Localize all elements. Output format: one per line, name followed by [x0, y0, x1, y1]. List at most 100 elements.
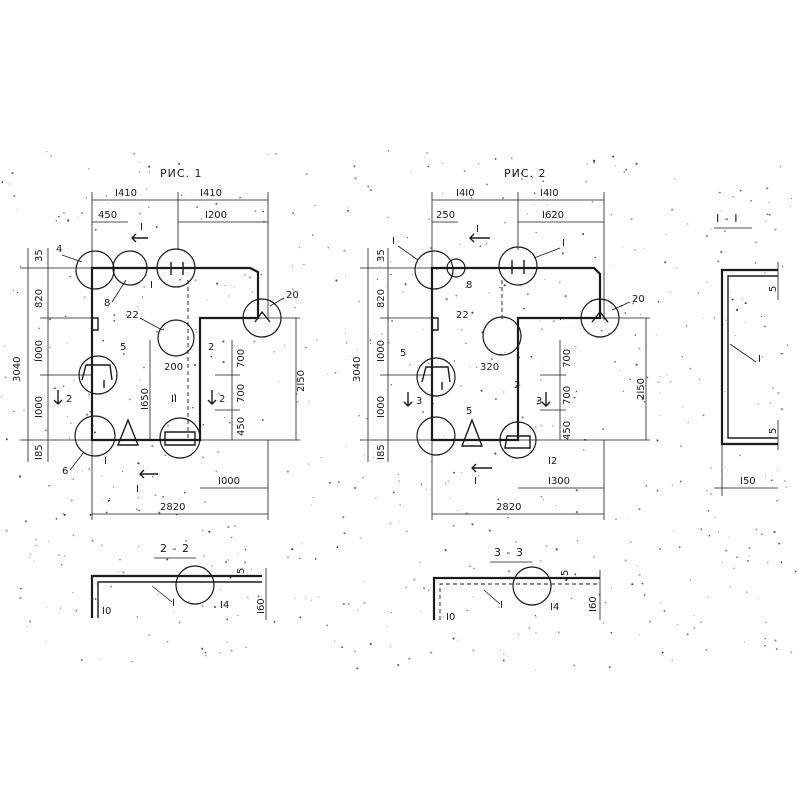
speckle-dot	[137, 462, 140, 465]
speckle-dot	[534, 614, 537, 617]
speckle-dot	[471, 523, 474, 526]
speckle-dot	[4, 376, 7, 379]
speckle-dot	[158, 511, 161, 514]
speckle-dot	[63, 212, 65, 214]
section-mark-1b: I	[474, 476, 477, 487]
mark-22: 22	[456, 310, 469, 321]
speckle-dot	[646, 376, 649, 379]
speckle-dot	[200, 218, 203, 220]
speckle-dot	[296, 401, 299, 404]
speckle-dot	[381, 398, 383, 400]
speckle-dot	[356, 348, 358, 350]
section-profile-inner	[727, 275, 778, 439]
speckle-dot	[333, 640, 336, 642]
speckle-dot	[13, 410, 15, 413]
speckle-dot	[366, 418, 368, 420]
speckle-dot	[763, 325, 767, 328]
mark-3a: 3	[416, 396, 422, 407]
speckle-dot	[105, 511, 108, 514]
speckle-dot	[624, 312, 626, 314]
speckle-dot	[475, 366, 478, 368]
speckle-dot	[423, 156, 425, 158]
leader-22	[139, 317, 163, 331]
speckle-dot	[426, 151, 429, 154]
speckle-dot	[177, 372, 179, 374]
mark-3b: 3	[536, 396, 542, 407]
speckle-dot	[101, 475, 103, 477]
speckle-dot	[494, 398, 497, 401]
speckle-dot	[639, 313, 642, 316]
speckle-dot	[689, 367, 692, 370]
speckle-dot	[741, 298, 744, 300]
speckle-dot	[217, 450, 220, 453]
speckle-dot	[88, 393, 91, 396]
speckle-dot	[430, 651, 433, 654]
speckle-dot	[29, 620, 32, 623]
speckle-dot	[607, 332, 610, 335]
speckle-dot	[533, 204, 535, 206]
speckle-dot	[399, 521, 401, 522]
speckle-dot	[620, 369, 621, 371]
speckle-dot	[380, 333, 383, 336]
speckle-dot	[233, 525, 236, 528]
speckle-dot	[374, 333, 375, 335]
section-1-1: I - I 5 5 I I50	[714, 212, 779, 496]
speckle-dot	[70, 499, 73, 502]
mark-6: 6	[62, 466, 68, 477]
speckle-dot	[777, 392, 780, 395]
speckle-dot	[559, 281, 561, 283]
dim-700a: 700	[562, 349, 573, 368]
leader-20	[611, 301, 631, 311]
speckle-dot	[507, 516, 509, 519]
speckle-dot	[733, 567, 735, 570]
speckle-dot	[710, 467, 712, 469]
speckle-dot	[594, 609, 597, 612]
speckle-dot	[342, 602, 345, 606]
speckle-dot	[135, 508, 139, 511]
speckle-dot	[112, 486, 114, 488]
speckle-dot	[527, 213, 529, 215]
speckle-dot	[593, 159, 596, 162]
speckle-dot	[141, 296, 144, 298]
speckle-dot	[390, 261, 392, 264]
speckle-dot	[471, 311, 474, 314]
speckle-dot	[427, 362, 430, 365]
speckle-dot	[399, 504, 401, 506]
speckle-dot	[781, 353, 784, 355]
callout-circle-1	[156, 248, 196, 288]
speckle-dot	[16, 291, 19, 293]
speckle-dot	[655, 334, 657, 336]
speckle-dot	[739, 484, 741, 486]
speckle-dot	[118, 571, 120, 573]
speckle-dot	[721, 562, 724, 564]
speckle-dot	[700, 528, 702, 530]
speckle-dot	[478, 162, 480, 165]
speckle-dot	[16, 208, 18, 211]
section-2-2: 2 - 2 I0 I I4 5 I60	[90, 542, 267, 620]
speckle-dot	[569, 325, 571, 327]
speckle-dot	[148, 634, 150, 636]
section-arrow-3-right	[541, 392, 551, 407]
dim-1000b: I000	[34, 396, 45, 418]
speckle-dot	[657, 381, 660, 384]
speckle-dot	[305, 173, 308, 176]
section-mark-1b: I	[136, 484, 139, 495]
speckle-dot	[151, 445, 154, 447]
speckle-dot	[622, 246, 624, 248]
section-3-3-title: 3 - 3	[494, 546, 524, 559]
dim-top-left: I4I0	[456, 188, 475, 199]
speckle-dot	[453, 471, 455, 474]
speckle-dot	[671, 484, 673, 486]
speckle-dot	[629, 540, 632, 543]
panel-notch	[432, 317, 439, 331]
mark-20: 20	[632, 294, 645, 305]
speckle-dot	[88, 168, 90, 170]
speckle-dot	[55, 517, 58, 520]
speckle-dot	[533, 192, 536, 194]
speckle-dot	[610, 587, 612, 589]
speckle-dot	[19, 596, 22, 599]
speckle-dot	[386, 625, 388, 627]
speckle-dot	[33, 560, 35, 562]
speckle-dot	[292, 288, 294, 290]
speckle-dot	[731, 298, 734, 301]
